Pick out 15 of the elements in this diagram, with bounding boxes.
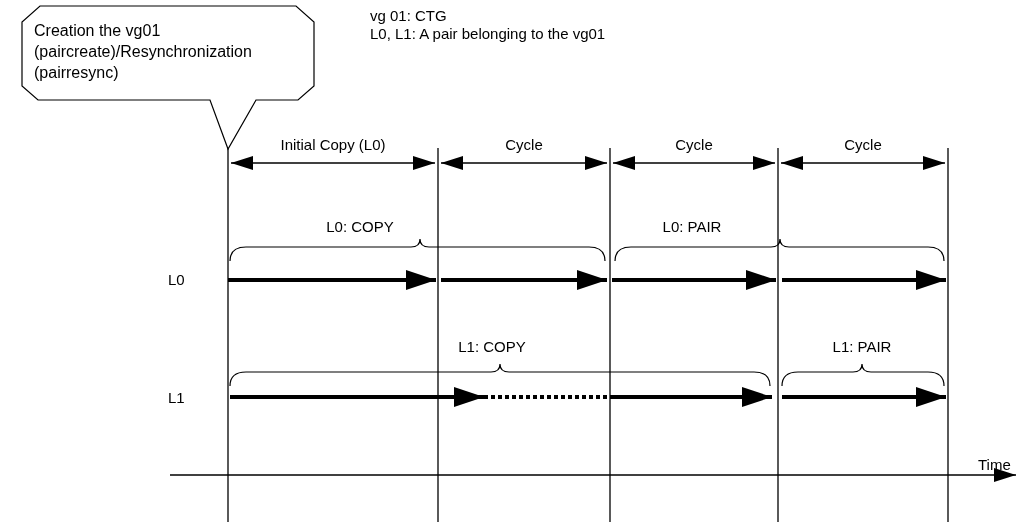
interval-label: Initial Copy (L0)	[280, 136, 386, 153]
legend-text: L0, L1: A pair belonging to the vg01	[370, 25, 606, 42]
status-label: L0: COPY	[326, 218, 394, 235]
speech-bubble	[20, 4, 316, 152]
interval-label: Cycle	[675, 136, 713, 153]
axis-label: Time	[978, 456, 1011, 473]
interval-label: Cycle	[844, 136, 882, 153]
status-label: L1: COPY	[458, 338, 526, 355]
row-label: L0	[168, 271, 185, 288]
callout-text: Creation the vg01 (paircreate)/Resynchronization (pairresync)	[34, 21, 253, 83]
interval-label: Cycle	[505, 136, 543, 153]
status-label: L1: PAIR	[832, 338, 892, 355]
status-label: L0: PAIR	[662, 218, 722, 235]
row-label: L1	[168, 389, 185, 406]
legend-text: vg 01: CTG	[370, 7, 447, 24]
